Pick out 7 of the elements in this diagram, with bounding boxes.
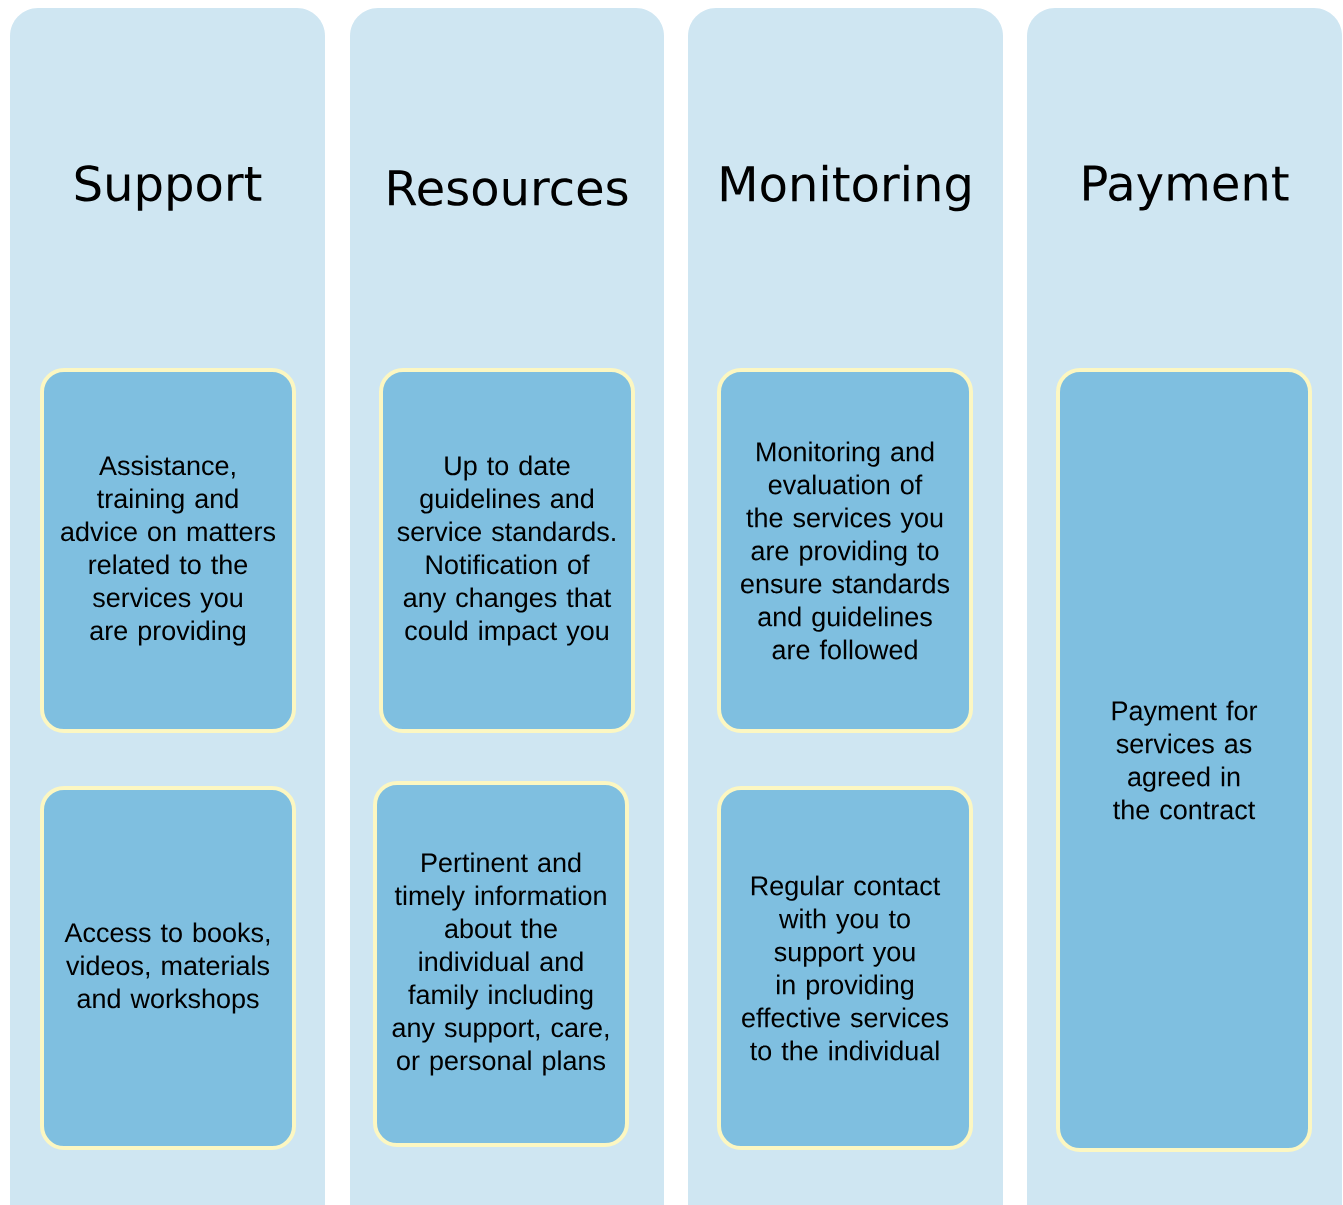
- text-box: Payment for services as agreed in the contract: [1056, 368, 1312, 1152]
- text-box: Monitoring and evaluation of the services you are providing to ensure standards and guidelines are followed: [717, 368, 973, 733]
- text-box: Up to date guidelines and service standards. Notification of any changes that could impact you: [379, 368, 635, 733]
- text-box: Access to books, videos, materials and workshops: [40, 786, 296, 1150]
- text-box: Assistance, training and advice on matters related to the services you are providing: [40, 368, 296, 733]
- text-box: Regular contact with you to support you in providing effective services to the individual: [717, 786, 973, 1150]
- text-box: Pertinent and timely information about the individual and family including any support, care, or personal plans: [373, 781, 629, 1147]
